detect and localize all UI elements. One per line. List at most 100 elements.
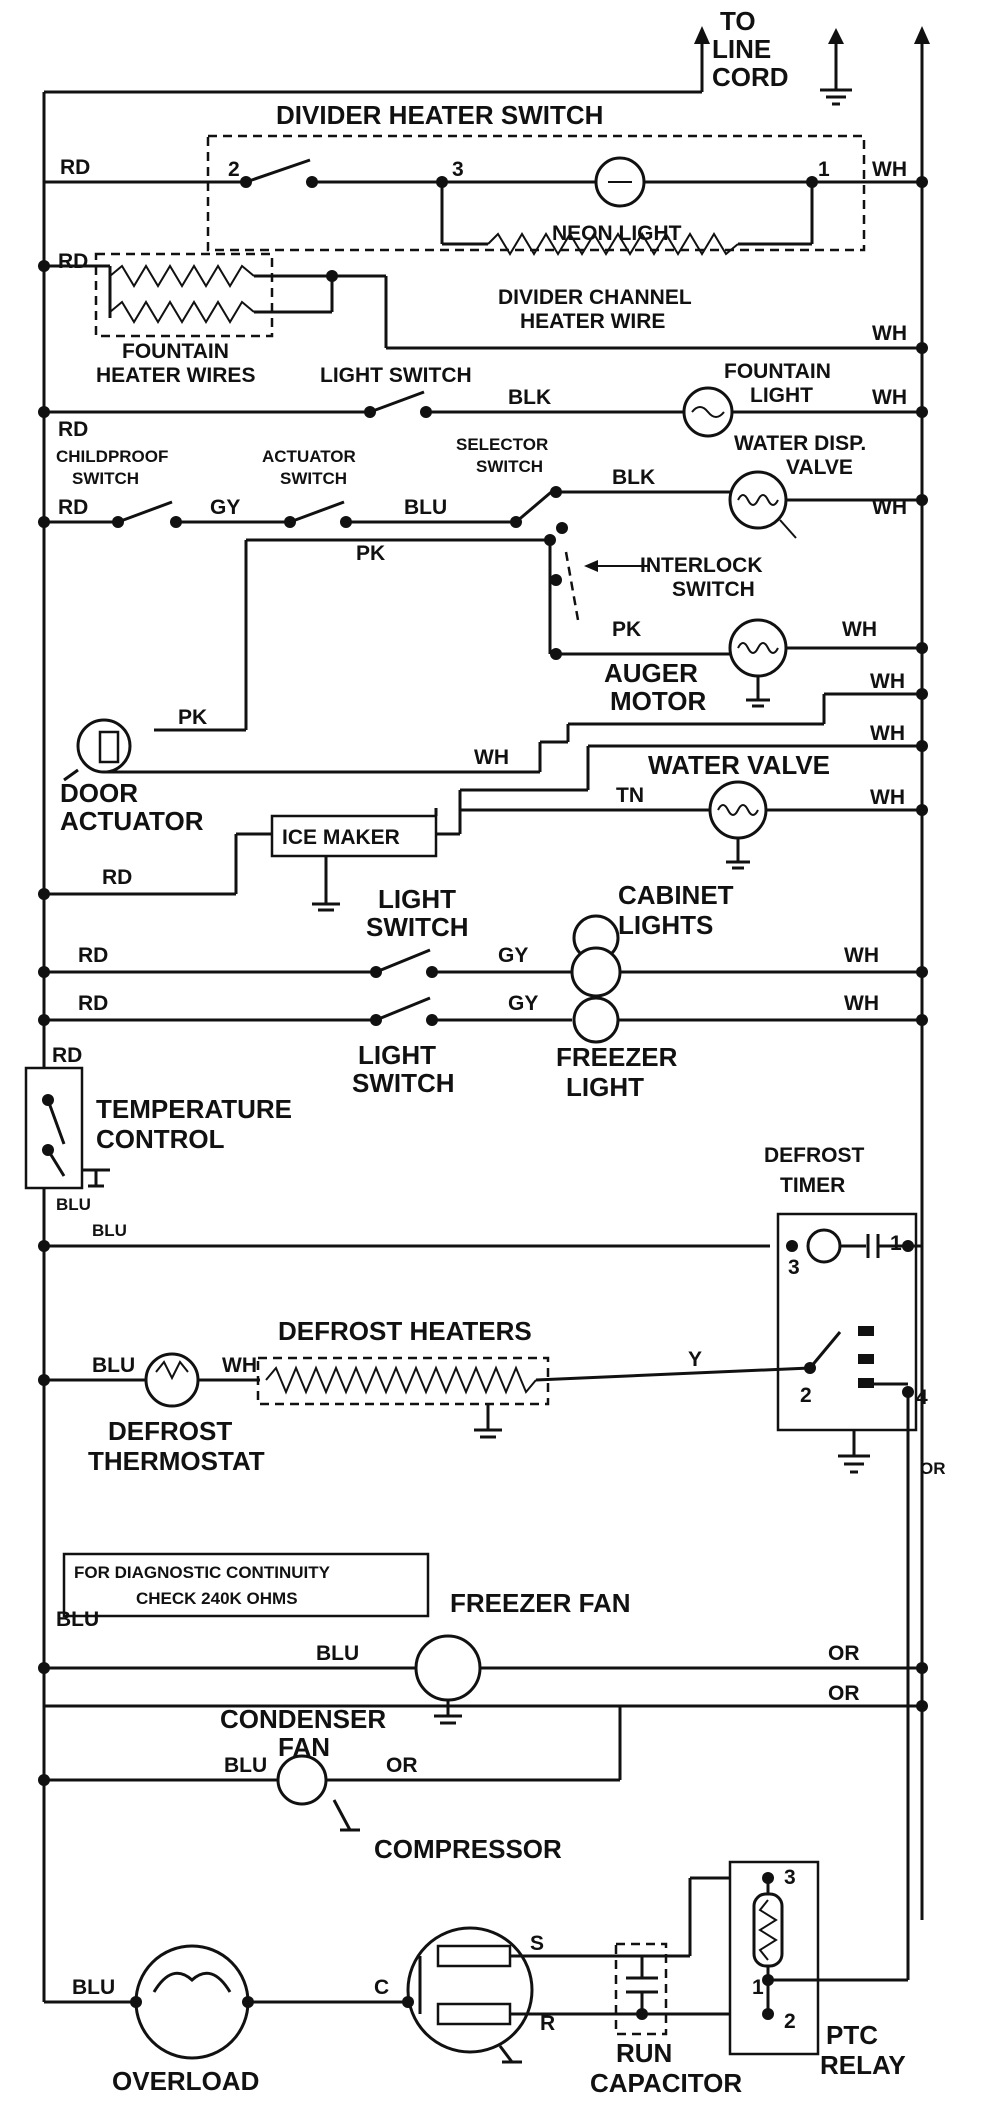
overload-label: OVERLOAD xyxy=(112,2066,259,2096)
terminal-2-label: 2 xyxy=(800,1384,812,1407)
freezer-light-label-2: LIGHT xyxy=(566,1072,644,1102)
selector-switch-label-2: SWITCH xyxy=(476,457,543,476)
wire-code-wh: WH xyxy=(842,618,877,641)
light-switch-3-label-2: SWITCH xyxy=(352,1068,455,1098)
wire-code-rd: RD xyxy=(102,866,132,889)
water-disp-valve-label-2: VALVE xyxy=(786,456,853,479)
wire-code-blu: BLU xyxy=(56,1195,91,1214)
terminal-c-label: C xyxy=(374,1976,389,1999)
wire-code-wh: WH xyxy=(870,670,905,693)
cabinet-lights-label-1: CABINET xyxy=(618,880,734,910)
defrost-thermostat-label-2: THERMOSTAT xyxy=(88,1446,265,1476)
compressor-section xyxy=(44,1800,910,2064)
ptc-relay-label-2: RELAY xyxy=(820,2050,906,2080)
childproof-switch-label-2: SWITCH xyxy=(72,469,139,488)
condenser-fan-label-1: CONDENSER xyxy=(220,1704,386,1734)
wire-code-pk: PK xyxy=(612,618,641,641)
defrost-timer-block xyxy=(776,1212,922,1800)
defrost-timer-label-2: TIMER xyxy=(780,1174,845,1197)
wire-code-wh: WH xyxy=(872,386,907,409)
water-valve-row xyxy=(434,780,928,870)
freezer-fan-label: FREEZER FAN xyxy=(450,1588,631,1618)
light-switch-2-label-1: LIGHT xyxy=(378,884,456,914)
temperature-control-label-2: CONTROL xyxy=(96,1124,225,1154)
fountain-heater-label-1: FOUNTAIN xyxy=(122,340,229,363)
actuator-switch-label-1: ACTUATOR xyxy=(262,447,356,466)
fountain-heater-wire-icon xyxy=(109,264,255,288)
wire-code-or: OR xyxy=(828,1682,860,1705)
wire-code-blu: BLU xyxy=(316,1642,359,1665)
wire-code-wh: WH xyxy=(222,1354,257,1377)
terminal-r-label: R xyxy=(540,2012,555,2035)
temperature-control-block xyxy=(24,1066,770,1252)
ptc-relay-label-1: PTC xyxy=(826,2020,878,2050)
light-switch-blade xyxy=(369,390,425,414)
interlock-switch-label-1: INTERLOCK xyxy=(640,554,763,577)
light-switch-label: LIGHT SWITCH xyxy=(320,364,472,387)
neutral-arrow-icon xyxy=(914,26,930,44)
wire-code-pk: PK xyxy=(178,706,207,729)
defrost-thermostat-label-1: DEFROST xyxy=(108,1416,232,1446)
interlock-pointer-icon xyxy=(584,560,598,572)
divider-heater-wire-icon xyxy=(487,232,739,256)
door-actuator-label-2: ACTUATOR xyxy=(60,806,204,836)
temperature-control-label-1: TEMPERATURE xyxy=(96,1094,292,1124)
water-dispenser-row xyxy=(38,470,928,539)
wire-code-or: OR xyxy=(920,1459,946,1478)
wire-code-rd: RD xyxy=(60,156,90,179)
light-switch-3-label-1: LIGHT xyxy=(358,1040,436,1070)
freezer-fan-icon xyxy=(414,1634,482,1702)
wire-code-pk: PK xyxy=(356,542,385,565)
door-actuator-label-1: DOOR xyxy=(60,778,138,808)
fountain-light-label-1: FOUNTAIN xyxy=(724,360,831,383)
wire-code-blu: BLU xyxy=(56,1608,99,1631)
wire-code-wh: WH xyxy=(872,496,907,519)
childproof-switch-blade xyxy=(117,500,173,524)
terminal-3-label: 3 xyxy=(784,1866,796,1889)
compressor-label: COMPRESSOR xyxy=(374,1834,562,1864)
water-disp-valve-label-1: WATER DISP. xyxy=(734,432,866,455)
interlock-auger-row xyxy=(154,534,928,732)
terminal-s-label: S xyxy=(530,1932,544,1955)
wire-code-wh: WH xyxy=(870,786,905,809)
neon-light-label: NEON LIGHT xyxy=(552,222,682,245)
wire-code-rd: RD xyxy=(78,992,108,1015)
wire-code-blk: BLK xyxy=(508,386,551,409)
condenser-fan-label-2: FAN xyxy=(278,1732,330,1762)
ice-maker-label: ICE MAKER xyxy=(282,826,400,849)
condenser-fan-icon xyxy=(276,1754,328,1806)
terminal-4-label: 4 xyxy=(916,1386,928,1409)
wire-code-rd: RD xyxy=(78,944,108,967)
wire-code-gy: GY xyxy=(508,992,538,1015)
divider-heater-switch-block xyxy=(44,134,928,256)
interlock-switch-blade xyxy=(564,551,580,621)
terminal-1-label: 1 xyxy=(752,1976,764,1999)
interlock-switch-label-2: SWITCH xyxy=(672,578,755,601)
actuator-switch-blade xyxy=(289,500,345,524)
wire-code-wh: WH xyxy=(474,746,509,769)
diagnostic-note-line-2: CHECK 240K OHMS xyxy=(136,1589,298,1608)
to-line-cord-label-3: CORD xyxy=(712,62,789,92)
timer-motor-icon xyxy=(806,1228,842,1264)
selector-switch-label-1: SELECTOR xyxy=(456,435,548,454)
divider-switch-blade xyxy=(245,158,311,184)
condenser-fan-row xyxy=(38,1700,928,1832)
to-line-cord-label-1: TO xyxy=(720,6,756,36)
fountain-heater-label-2: HEATER WIRES xyxy=(96,364,255,387)
actuator-switch-label-2: SWITCH xyxy=(280,469,347,488)
selector-switch-blade xyxy=(515,486,557,524)
wire-code-wh: WH xyxy=(872,322,907,345)
wire-code-y: Y xyxy=(688,1348,702,1371)
cabinet-lights-row xyxy=(38,914,928,998)
wire-code-gy: GY xyxy=(498,944,528,967)
auger-motor-label-1: AUGER xyxy=(604,658,698,688)
wire-code-rd: RD xyxy=(52,1044,82,1067)
freezer-light-switch-blade xyxy=(375,996,431,1022)
wire-code-wh: WH xyxy=(844,992,879,1015)
childproof-switch-label-1: CHILDPROOF xyxy=(56,447,168,466)
wire-code-blu: BLU xyxy=(92,1221,127,1240)
wire-code-or: OR xyxy=(386,1754,418,1777)
terminal-3-label: 3 xyxy=(452,158,464,181)
wire-code-wh: WH xyxy=(872,158,907,181)
